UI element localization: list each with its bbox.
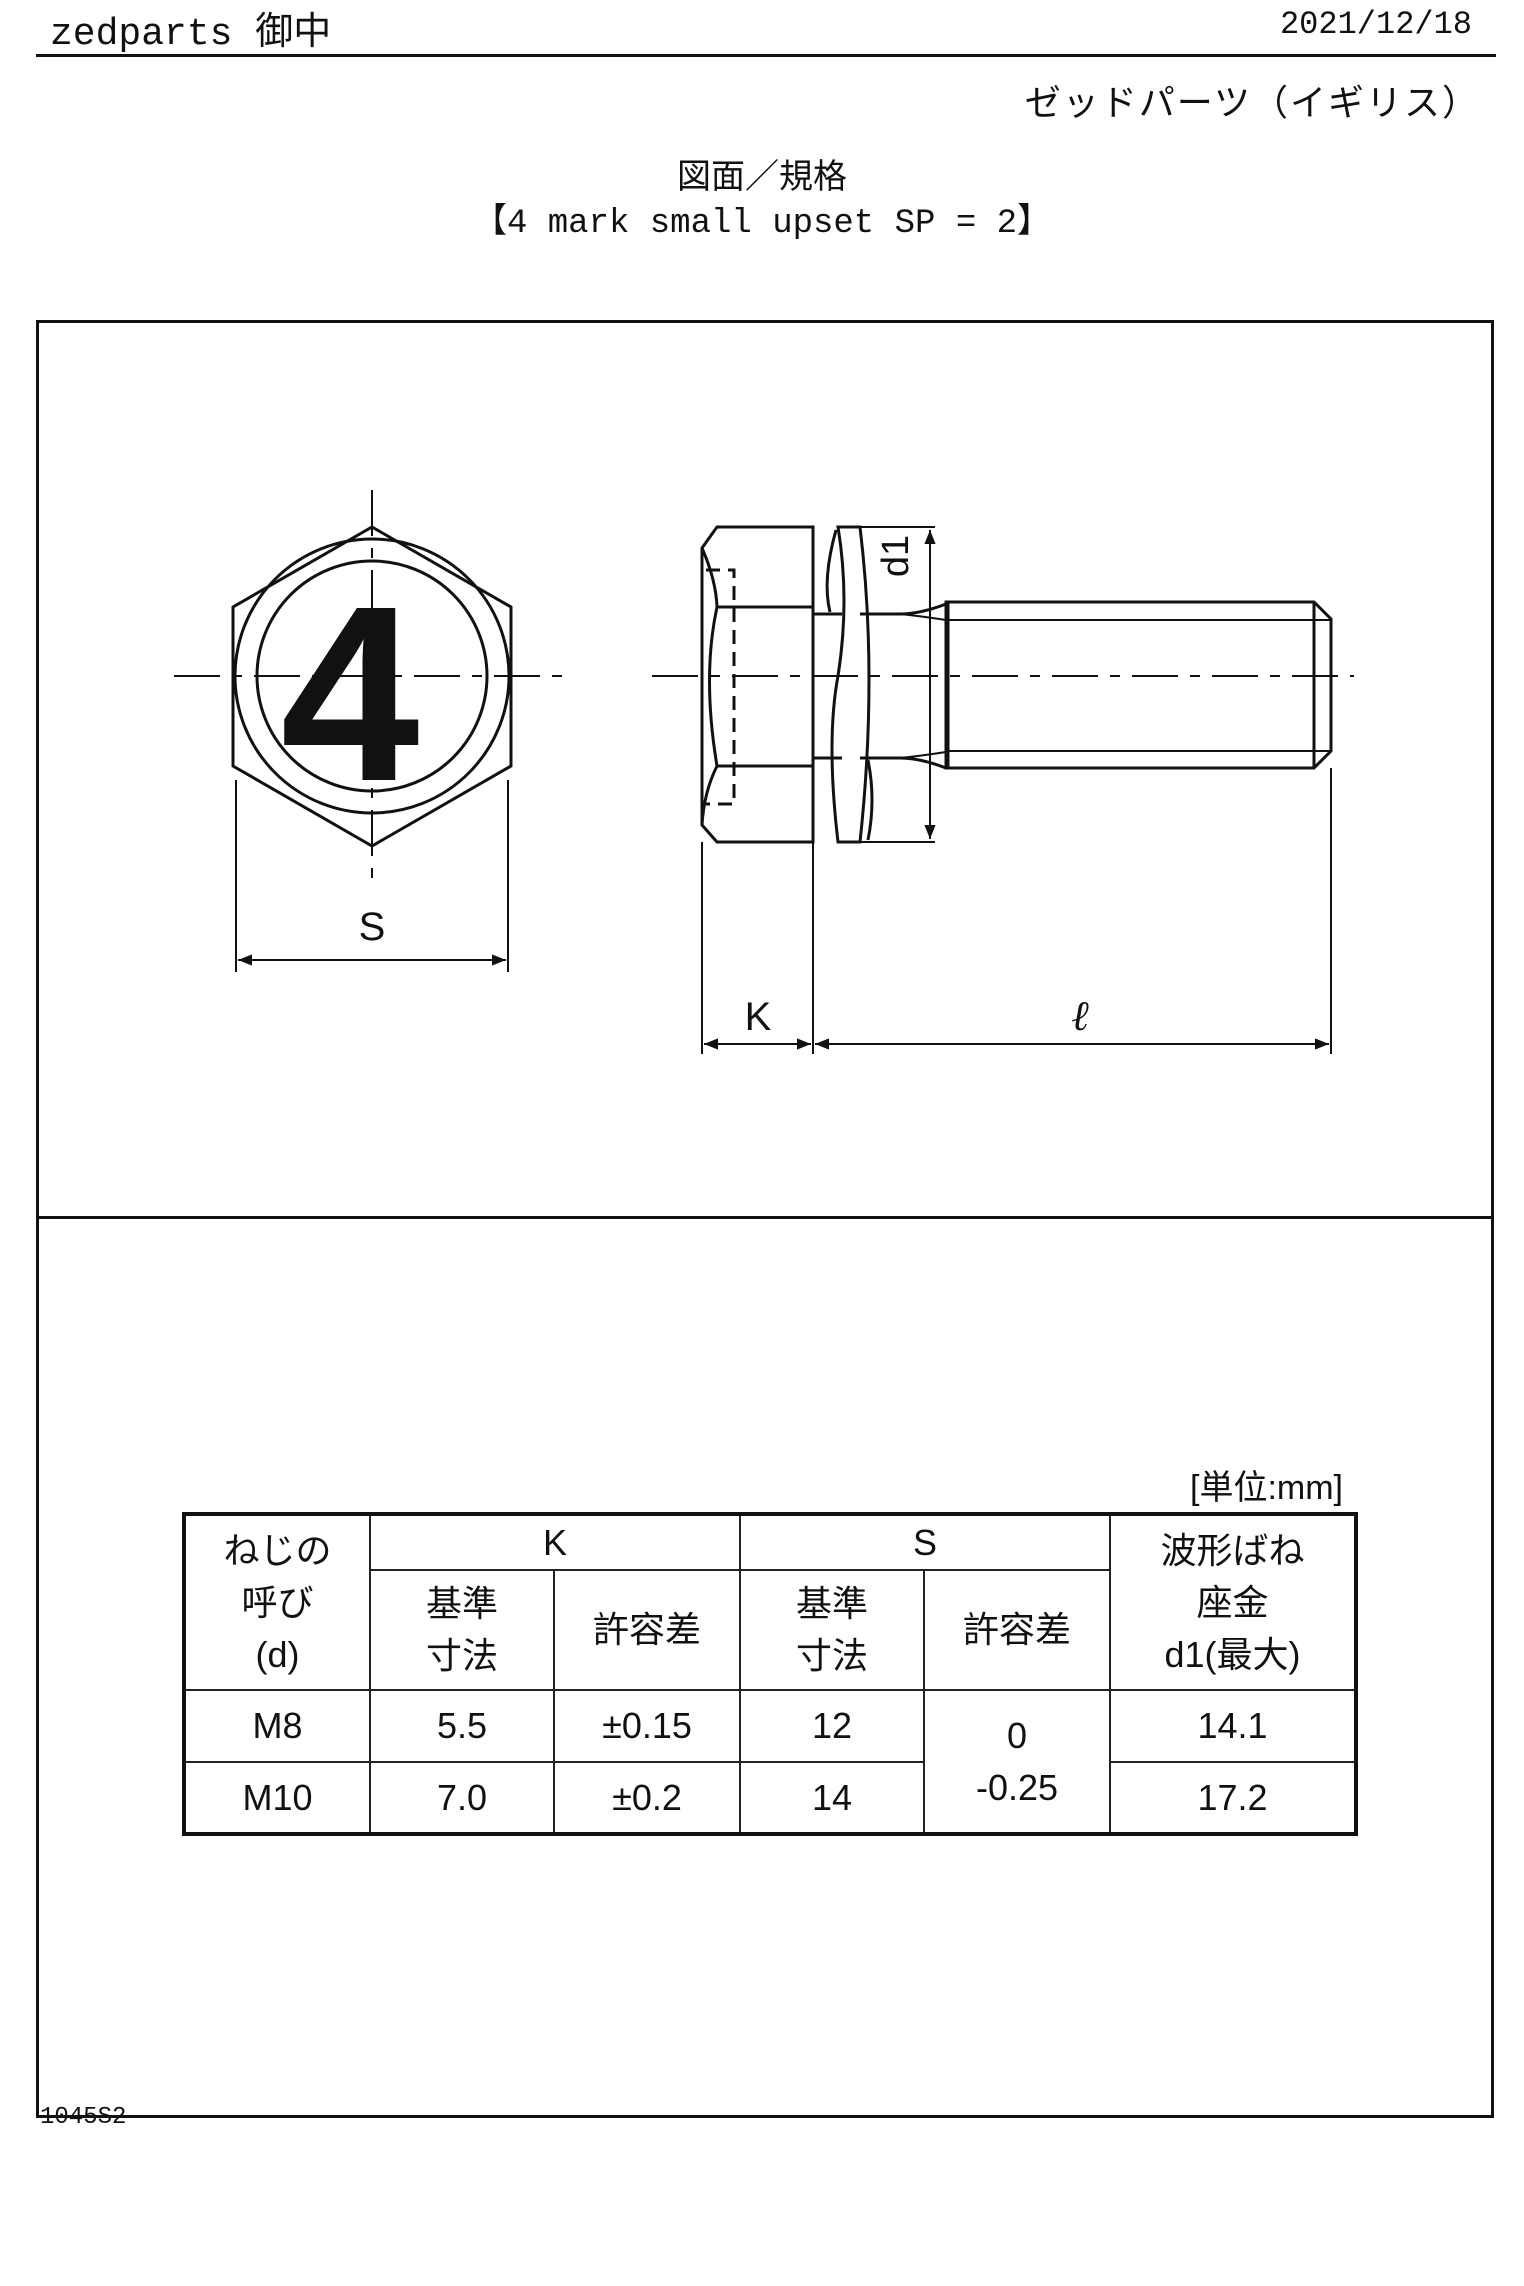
drawing-frame bbox=[36, 320, 1494, 2118]
title-line-2: 【4 mark small upset SP = 2】 bbox=[472, 205, 1052, 243]
bolt-technical-drawing: 4 S bbox=[174, 490, 1354, 1054]
cell-d1-max: 14.1 bbox=[1109, 1689, 1357, 1763]
header-s-tolerance: 許容差 bbox=[923, 1569, 1111, 1691]
header-washer-d1: 波形ばね 座金 d1(最大) bbox=[1109, 1513, 1357, 1691]
dimension-k-and-length bbox=[701, 768, 1332, 1054]
frame-divider bbox=[36, 1216, 1494, 1219]
dimension-d1 bbox=[860, 526, 936, 843]
header-k-tolerance: 許容差 bbox=[553, 1569, 741, 1691]
bolt-side-view bbox=[652, 525, 1354, 844]
drawing-code: 1045S2 bbox=[40, 2104, 127, 2131]
cell-k-basic: 5.5 bbox=[369, 1689, 555, 1763]
table-row: M8 5.5 ±0.15 12 0 -0.25 14.1 bbox=[183, 1689, 1357, 1835]
header-k: K bbox=[369, 1513, 741, 1571]
head-mark-number: 4 bbox=[280, 554, 419, 833]
table-subheader-row: 基準 寸法 許容差 基準 寸法 許容差 bbox=[184, 1569, 1356, 1691]
vendor-name: ゼッドパーツ（イギリス） bbox=[1024, 85, 1480, 126]
cell-nominal: M8 bbox=[183, 1689, 371, 1763]
table-header-row: ねじの 呼び (d) K S 波形ばね 座金 d1(最大) bbox=[183, 1513, 1357, 1691]
dim-label-d1: d1 bbox=[875, 535, 917, 577]
unit-label: [単位:mm] bbox=[1190, 1469, 1343, 1507]
cell-k-basic: 7.0 bbox=[369, 1761, 555, 1835]
cell-s-basic: 12 bbox=[739, 1689, 925, 1763]
table-row: M10 7.0 ±0.2 14 17.2 bbox=[183, 1761, 1357, 1835]
cell-d1-max: 17.2 bbox=[1109, 1761, 1357, 1835]
cell-k-tolerance: ±0.2 bbox=[553, 1761, 741, 1835]
dim-label-length: ℓ bbox=[1071, 994, 1089, 1040]
cell-k-tolerance: ±0.15 bbox=[553, 1689, 741, 1763]
header-divider bbox=[36, 54, 1496, 57]
document-date: 2021/12/18 bbox=[1279, 6, 1472, 43]
cell-nominal: M10 bbox=[183, 1761, 371, 1835]
header-nominal: ねじの 呼び (d) bbox=[183, 1513, 371, 1691]
cell-s-tolerance-shared: 0 -0.25 bbox=[923, 1689, 1111, 1835]
dimension-s bbox=[235, 780, 509, 972]
spec-table: ねじの 呼び (d) K S 波形ばね 座金 d1(最大) 基準 寸法 許容差 … bbox=[182, 1512, 1358, 1836]
dim-label-k: K bbox=[745, 995, 772, 1039]
hex-head-top-view bbox=[174, 490, 566, 880]
dim-label-s: S bbox=[359, 905, 386, 949]
cell-s-basic: 14 bbox=[739, 1761, 925, 1835]
header-s: S bbox=[739, 1513, 1111, 1571]
header-k-basic: 基準 寸法 bbox=[369, 1569, 555, 1691]
document-title: 図面／規格 【4 mark small upset SP = 2】 bbox=[0, 158, 1524, 246]
recipient-label: zedparts 御中 bbox=[50, 13, 332, 56]
title-line-1: 図面／規格 bbox=[677, 161, 847, 199]
header-s-basic: 基準 寸法 bbox=[739, 1569, 925, 1691]
